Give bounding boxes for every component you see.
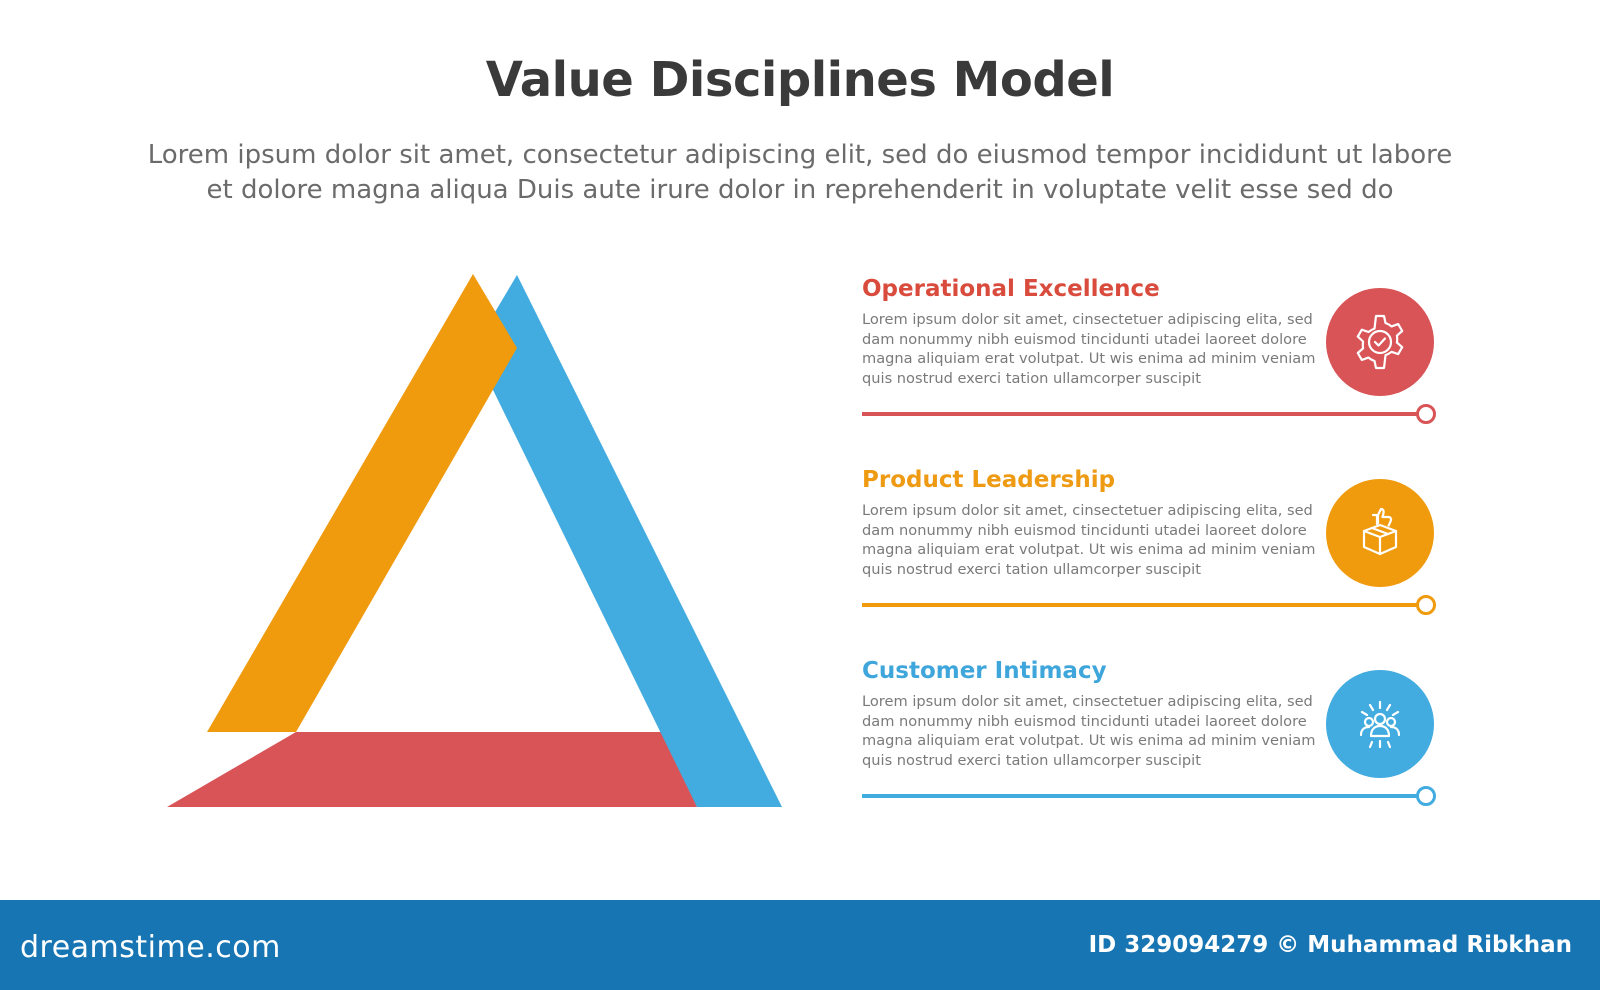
- description-line: dam nonummy nibh euismod tincidunti utad…: [862, 330, 1307, 348]
- description-line: quis nostrud exerci tation ullamcorper s…: [862, 369, 1201, 387]
- gear-check-icon: [1326, 288, 1434, 396]
- item-connector-dot: [1416, 404, 1436, 424]
- item-customer-intimacy: Customer Intimacy Lorem ipsum dolor sit …: [862, 658, 1442, 838]
- item-description: Lorem ipsum dolor sit amet, cinsectetuer…: [862, 310, 1316, 388]
- triangle-segment-product-leadership: [207, 274, 517, 732]
- subtitle-line: et dolore magna aliqua Duis aute irure d…: [206, 175, 1394, 205]
- item-connector-dot: [1416, 786, 1436, 806]
- page-title: Value Disciplines Model: [485, 52, 1115, 108]
- description-line: magna aliquiam erat volutpat. Ut wis eni…: [862, 541, 1316, 558]
- customer-group-icon: [1326, 670, 1434, 778]
- description-line: dam nonummy nibh euismod tincidunti utad…: [862, 521, 1307, 539]
- description-line: quis nostrud exerci tation ullamcorper s…: [862, 560, 1201, 578]
- footer-credit: ID 329094279 © Muhammad Ribkhan: [1088, 932, 1572, 958]
- item-operational-excellence: Operational Excellence Lorem ipsum dolor…: [862, 276, 1442, 456]
- description-line: magna aliquiam erat volutpat. Ut wis eni…: [862, 732, 1316, 749]
- item-product-leadership: Product Leadership Lorem ipsum dolor sit…: [862, 467, 1442, 647]
- description-line: Lorem ipsum dolor sit amet, cinsectetuer…: [862, 693, 1313, 710]
- item-connector-line: [862, 794, 1422, 798]
- item-connector-line: [862, 412, 1422, 416]
- item-description: Lorem ipsum dolor sit amet, cinsectetuer…: [862, 501, 1316, 579]
- subtitle-line: Lorem ipsum dolor sit amet, consectetur …: [147, 140, 1453, 170]
- item-title: Customer Intimacy: [862, 658, 1107, 684]
- item-title: Operational Excellence: [862, 276, 1160, 302]
- value-triangle-diagram: [167, 274, 782, 807]
- description-line: Lorem ipsum dolor sit amet, cinsectetuer…: [862, 311, 1313, 328]
- page-subtitle: Lorem ipsum dolor sit amet, consectetur …: [60, 138, 1540, 208]
- triangle-segment-operational-excellence: [167, 732, 697, 807]
- item-connector-dot: [1416, 595, 1436, 615]
- item-description: Lorem ipsum dolor sit amet, cinsectetuer…: [862, 692, 1316, 770]
- description-line: Lorem ipsum dolor sit amet, cinsectetuer…: [862, 502, 1313, 519]
- description-line: quis nostrud exerci tation ullamcorper s…: [862, 751, 1201, 769]
- box-thumbs-up-icon: [1326, 479, 1434, 587]
- description-line: magna aliquiam erat volutpat. Ut wis eni…: [862, 350, 1316, 367]
- footer-bar: dreamstime.com ID 329094279 © Muhammad R…: [0, 900, 1600, 990]
- triangle-segment-customer-intimacy: [473, 275, 782, 807]
- item-connector-line: [862, 603, 1422, 607]
- description-line: dam nonummy nibh euismod tincidunti utad…: [862, 712, 1307, 730]
- item-title: Product Leadership: [862, 467, 1116, 493]
- footer-brand: dreamstime.com: [20, 930, 281, 965]
